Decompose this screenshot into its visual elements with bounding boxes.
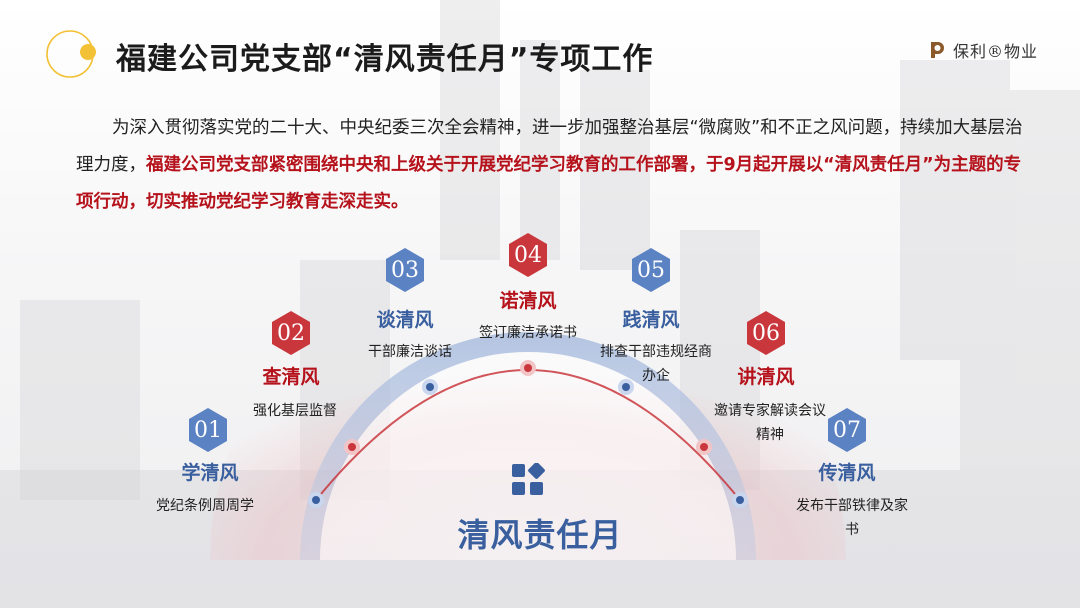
badge-01: 01 <box>187 407 229 453</box>
item-desc-06: 邀请专家解读会议精神 <box>714 403 826 443</box>
item-title-06: 讲清风 <box>737 366 795 388</box>
item-desc-01: 党纪条例周周学 <box>156 498 254 514</box>
badge-03: 03 <box>384 247 426 293</box>
item-title-01: 学清风 <box>181 462 239 484</box>
intro-paragraph: 为深入贯彻落实党的二十大、中央纪委三次全会精神，进一步加强整治基层“微腐败”和不… <box>76 110 1036 221</box>
center-title: 清风责任月 <box>457 516 623 554</box>
header-circle-icon <box>46 30 96 78</box>
badge-06: 06 <box>745 310 787 356</box>
brand-name: 保利®物业 <box>952 42 1038 61</box>
badge-07: 07 <box>826 407 868 453</box>
badge-04: 04 <box>507 232 549 278</box>
item-desc-04: 签订廉洁承诺书 <box>479 325 577 341</box>
item-desc-03: 干部廉洁谈话 <box>368 344 452 360</box>
item-title-05: 践清风 <box>622 309 680 331</box>
item-desc-02: 强化基层监督 <box>253 403 337 419</box>
grid-apps-icon <box>512 463 545 495</box>
item-title-03: 谈清风 <box>376 309 434 331</box>
intro-normal-text: 为深入贯彻落实党的二十大、中央纪委三次全会精神，进一步加强整治基层“微腐败”和不… <box>76 118 1023 175</box>
item-title-04: 诺清风 <box>499 290 557 312</box>
item-desc-05: 排查干部违规经商办企 <box>600 344 712 384</box>
page-title: 福建公司党支部“清风责任月”专项工作 <box>116 42 654 77</box>
item-desc-07: 发布干部铁律及家书 <box>796 498 908 538</box>
brand-logo: 保利®物业 <box>927 38 1038 62</box>
intro-highlight-text: 福建公司党支部紧密围绕中央和上级关于开展党纪学习教育的工作部署，于9月起开展以“… <box>76 155 1022 212</box>
badge-02: 02 <box>270 310 312 356</box>
item-title-02: 查清风 <box>262 366 320 388</box>
timeline-nodes <box>308 360 748 508</box>
badge-05: 05 <box>630 247 672 293</box>
item-title-07: 传清风 <box>818 462 876 484</box>
brand-p-icon <box>930 42 944 58</box>
